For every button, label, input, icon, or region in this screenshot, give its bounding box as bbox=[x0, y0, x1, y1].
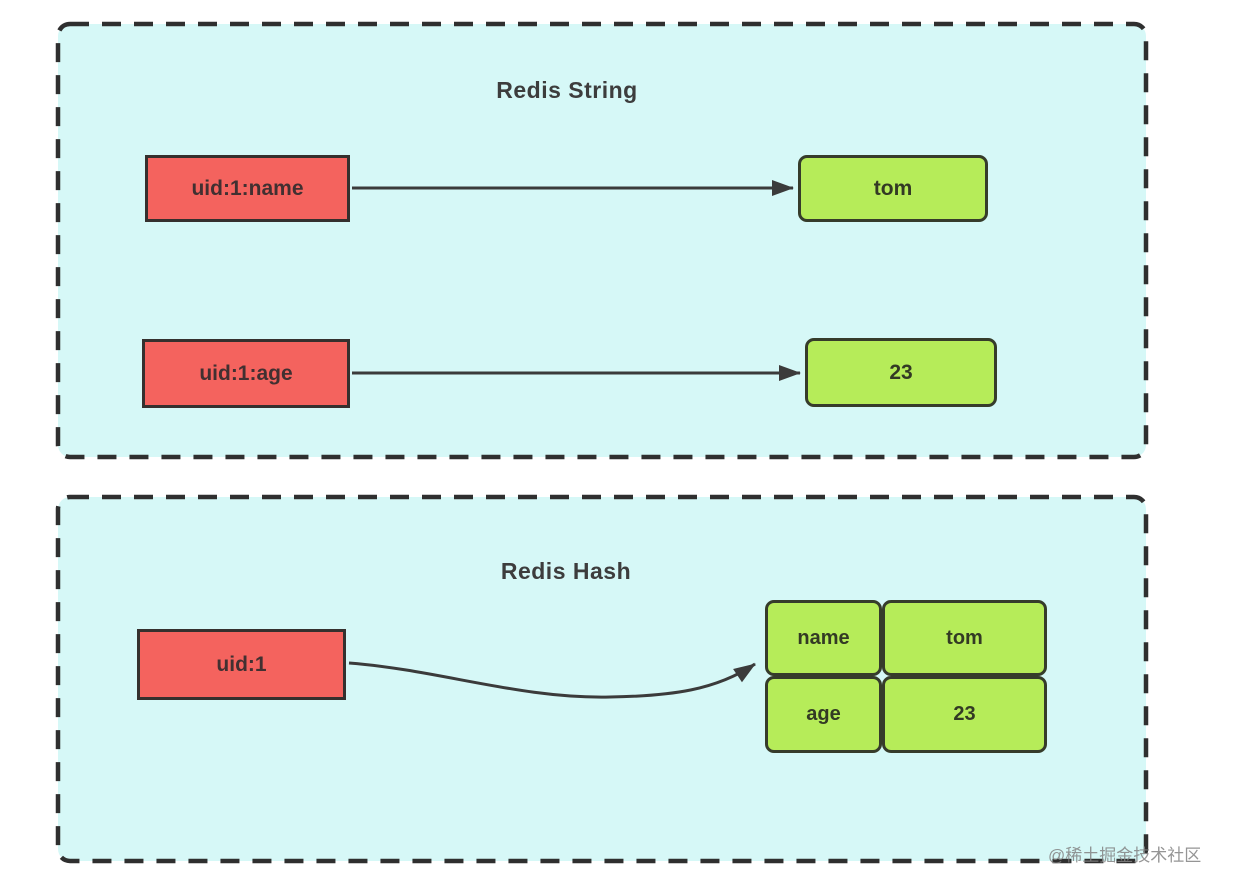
key-box-uid1: uid:1 bbox=[137, 629, 346, 700]
watermark-text: @稀土掘金技术社区 bbox=[1048, 846, 1202, 865]
redis-hash-title: Redis Hash bbox=[500, 558, 632, 584]
key-box-uid1age: uid:1:age bbox=[142, 339, 350, 408]
key-box-uid1name: uid:1:name bbox=[145, 155, 350, 222]
hash-field-age-label: age bbox=[765, 676, 882, 753]
hash-field-age-value: 23 bbox=[882, 676, 1047, 753]
redis-hash-panel bbox=[55, 494, 1149, 864]
value-box-tom: tom bbox=[798, 155, 988, 222]
hash-field-table: name tom age 23 bbox=[765, 600, 1047, 753]
hash-field-name-value: tom bbox=[882, 600, 1047, 676]
redis-string-title: Redis String bbox=[496, 77, 638, 103]
hash-field-name-label: name bbox=[765, 600, 882, 676]
arrow-uid1-to-hash-table bbox=[348, 661, 756, 699]
value-box-23: 23 bbox=[805, 338, 997, 407]
